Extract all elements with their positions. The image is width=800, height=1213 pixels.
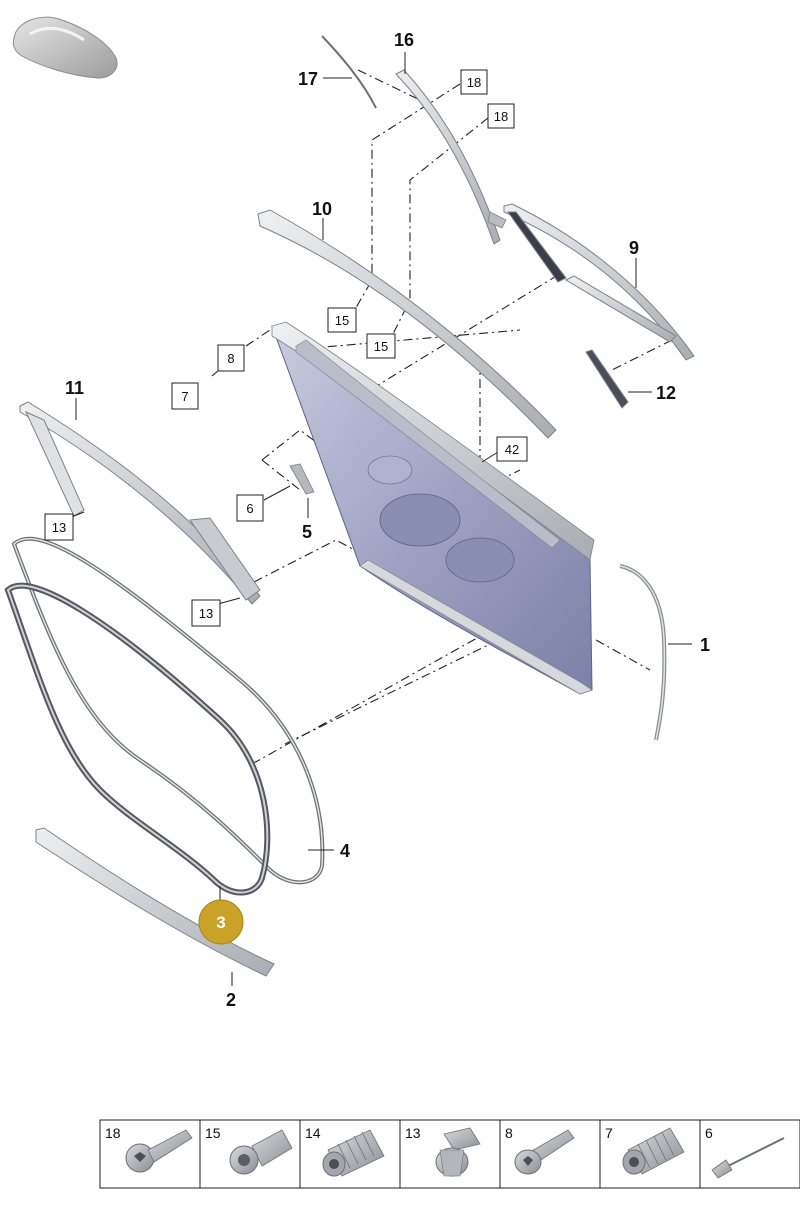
callout-2: 2 (226, 990, 236, 1010)
svg-text:13: 13 (405, 1125, 421, 1141)
part-11-trim (19, 401, 261, 605)
leader-lines (63, 52, 692, 986)
part-1-seal (619, 564, 667, 741)
part-10-trim (257, 209, 557, 439)
highlighted-part-3-marker[interactable]: 3 (198, 899, 244, 945)
part-9-frame (503, 203, 695, 361)
callout-11: 11 (65, 378, 84, 398)
callout-1: 1 (700, 635, 710, 655)
svg-text:7: 7 (181, 389, 188, 404)
hardware-table: 18 15 14 (99, 1119, 800, 1189)
boxed-ref-15a: 15 (327, 307, 357, 333)
callout-16: 16 (394, 30, 414, 50)
hardware-cell-18: 18 (105, 1125, 193, 1173)
part-16-strip-tab (487, 211, 507, 229)
svg-text:18: 18 (105, 1125, 121, 1141)
pin-rivet-icon (711, 1137, 785, 1179)
rivet-nut-icon (229, 1129, 293, 1175)
hardware-cell-6: 6 (705, 1125, 785, 1179)
boxed-ref-6: 6 (236, 494, 264, 522)
svg-text:15: 15 (205, 1125, 221, 1141)
svg-text:6: 6 (705, 1125, 713, 1141)
svg-text:13: 13 (52, 520, 66, 535)
boxed-ref-8: 8 (217, 344, 245, 372)
svg-text:7: 7 (605, 1125, 613, 1141)
svg-text:13: 13 (199, 606, 213, 621)
svg-text:18: 18 (467, 75, 481, 90)
knurled-nut-icon (622, 1127, 685, 1175)
part-2-sill-strip (35, 827, 275, 977)
knurled-nut-icon (322, 1129, 385, 1177)
screw-icon (514, 1129, 575, 1175)
svg-text:8: 8 (227, 351, 234, 366)
part-3-inner-seal (4, 582, 271, 896)
callout-10: 10 (312, 199, 332, 219)
callout-5: 5 (302, 522, 312, 542)
hardware-cell-7: 7 (605, 1125, 685, 1175)
callout-4: 4 (340, 841, 350, 861)
hardware-cell-15: 15 (205, 1125, 293, 1175)
boxed-ref-13a: 13 (44, 513, 74, 541)
boxed-ref-13b: 13 (191, 599, 221, 627)
boxed-ref-42: 42 (496, 436, 528, 462)
svg-text:15: 15 (374, 339, 388, 354)
boxed-ref-18a: 18 (460, 69, 488, 95)
svg-text:3: 3 (216, 913, 225, 932)
callout-12: 12 (656, 383, 676, 403)
hardware-cell-14: 14 (305, 1125, 385, 1177)
hardware-cell-13: 13 (405, 1125, 481, 1177)
boxed-ref-18b: 18 (487, 103, 515, 129)
hardware-cell-8: 8 (505, 1125, 575, 1175)
callout-17: 17 (298, 69, 318, 89)
part-12-strip (585, 349, 629, 409)
svg-text:15: 15 (335, 313, 349, 328)
svg-text:8: 8 (505, 1125, 513, 1141)
torx-bolt-icon (125, 1129, 193, 1173)
svg-text:18: 18 (494, 109, 508, 124)
callout-9: 9 (629, 238, 639, 258)
part-17-rod (321, 35, 377, 109)
part-5-bracket (289, 463, 315, 495)
expanding-clip-icon (435, 1127, 481, 1177)
part-16-strip (395, 69, 501, 245)
svg-text:14: 14 (305, 1125, 321, 1141)
boxed-ref-7: 7 (171, 382, 199, 410)
boxed-ref-15b: 15 (366, 333, 396, 359)
assembly-lines (211, 69, 673, 765)
svg-text:42: 42 (505, 442, 519, 457)
part-4-outer-seal (11, 536, 325, 885)
vehicle-thumbnail-icon (12, 16, 118, 79)
door-panel (271, 321, 595, 695)
svg-text:6: 6 (246, 501, 253, 516)
